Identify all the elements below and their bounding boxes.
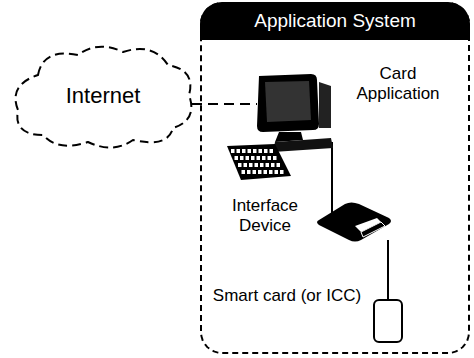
key	[253, 149, 257, 153]
component-label: Interface Device	[219, 196, 311, 237]
reader-body	[317, 203, 391, 242]
shape-outline	[245, 72, 335, 152]
key	[238, 163, 242, 167]
key	[244, 163, 248, 167]
base-unit	[273, 138, 333, 152]
inserted-card	[361, 222, 385, 237]
key	[237, 149, 241, 153]
key	[264, 170, 268, 174]
key	[258, 170, 262, 174]
component-label: Smart card (or ICC)	[212, 286, 362, 306]
key	[270, 149, 274, 153]
key	[240, 156, 244, 160]
key	[249, 163, 253, 167]
key	[251, 156, 255, 160]
key	[247, 170, 251, 174]
monitor	[257, 74, 319, 132]
key	[280, 170, 284, 174]
key	[253, 170, 257, 174]
card-outline	[374, 300, 402, 342]
key	[273, 156, 277, 160]
key	[277, 163, 281, 167]
key	[264, 149, 268, 153]
key	[246, 156, 250, 160]
component-label: Card Application	[348, 64, 448, 105]
key	[257, 156, 261, 160]
key	[269, 170, 273, 174]
shape-outline	[315, 200, 393, 246]
key	[260, 163, 264, 167]
cable-link	[331, 142, 333, 214]
shape-outline	[372, 298, 404, 344]
smart-card: Smart card (or ICC)	[372, 298, 404, 344]
key	[266, 163, 270, 167]
key	[248, 149, 252, 153]
cloud-outline	[16, 47, 192, 148]
reader-node: Interface Device	[315, 200, 393, 246]
cable-link	[387, 240, 389, 300]
cloud-node: Internet	[8, 40, 198, 152]
key	[255, 163, 259, 167]
key	[271, 163, 275, 167]
monitor-back	[319, 82, 331, 128]
key	[242, 149, 246, 153]
system-boundary: Application SystemCard ApplicationInterf…	[200, 2, 470, 354]
key	[235, 156, 239, 160]
screen	[265, 81, 311, 122]
header-band: Application System	[200, 2, 470, 40]
key	[268, 156, 272, 160]
key	[242, 170, 246, 174]
keyboard	[227, 144, 291, 180]
computer-node: Card Application	[245, 72, 335, 152]
key	[275, 170, 279, 174]
key	[262, 156, 266, 160]
cloud-label: Internet	[66, 83, 141, 109]
key	[259, 149, 263, 153]
key	[231, 149, 235, 153]
system-title: Application System	[254, 10, 416, 33]
